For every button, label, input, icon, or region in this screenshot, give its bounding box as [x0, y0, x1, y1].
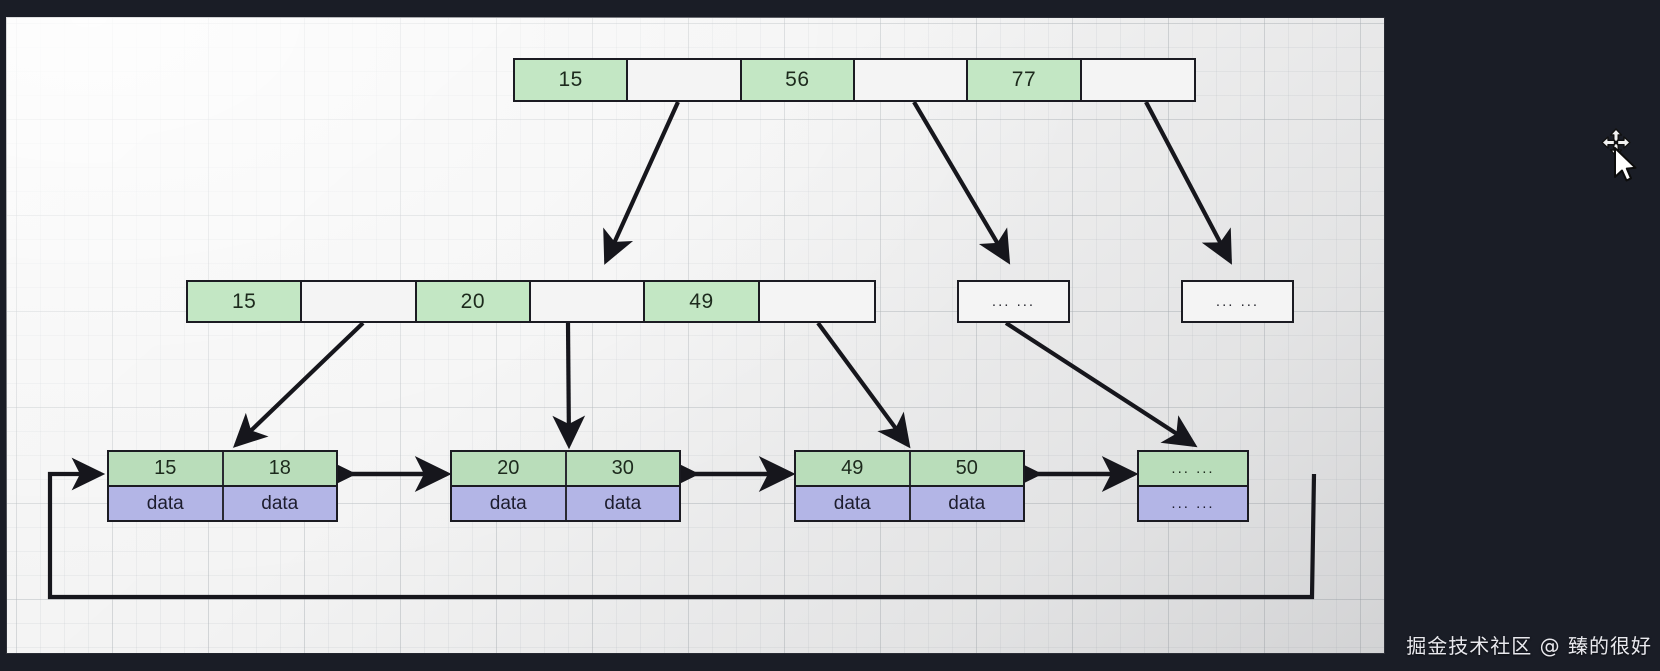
leaf1-data-row: data data: [109, 487, 336, 520]
leaf1-data-2[interactable]: data: [223, 487, 336, 520]
leaf1-data-1[interactable]: data: [109, 487, 224, 520]
leaf-node-1[interactable]: 15 18 data data: [107, 450, 338, 522]
leaf1-key-1[interactable]: 15: [109, 452, 224, 485]
leaf2-key-1[interactable]: 20: [452, 452, 567, 485]
leaf2-key-2[interactable]: 30: [566, 452, 679, 485]
root-cell-pointer-1[interactable]: [628, 60, 742, 100]
internal3-cell-ellipsis[interactable]: ... ...: [1183, 282, 1292, 321]
internal-node-1[interactable]: 15 20 49: [186, 280, 876, 323]
internal1-cell-key-1[interactable]: 15: [188, 282, 303, 321]
internal2-cell-ellipsis[interactable]: ... ...: [959, 282, 1068, 321]
internal1-cell-key-3[interactable]: 49: [645, 282, 760, 321]
leaf-node-3[interactable]: 49 50 data data: [794, 450, 1025, 522]
internal1-cell-key-2[interactable]: 20: [416, 282, 531, 321]
whiteboard-canvas[interactable]: 15 56 77 15 20 49 ... ... ... ... 15 18: [6, 17, 1385, 654]
leaf1-key-2[interactable]: 18: [223, 452, 336, 485]
root-node[interactable]: 15 56 77: [513, 58, 1196, 102]
leaf3-key-2[interactable]: 50: [910, 452, 1023, 485]
root-cell-pointer-3[interactable]: [1081, 60, 1194, 100]
root-cell-pointer-2[interactable]: [854, 60, 969, 100]
internal1-cell-pointer-2[interactable]: [530, 282, 646, 321]
internal1-cell-pointer-3[interactable]: [759, 282, 874, 321]
leaf2-data-1[interactable]: data: [452, 487, 567, 520]
leaf2-data-2[interactable]: data: [566, 487, 679, 520]
connector-arrows: [47, 100, 1317, 600]
leaf3-data-2[interactable]: data: [910, 487, 1023, 520]
leaf-node-4[interactable]: ... ... ... ...: [1137, 450, 1249, 522]
leaf-node-2[interactable]: 20 30 data data: [450, 450, 681, 522]
root-cell-key-3[interactable]: 77: [968, 60, 1082, 100]
internal1-cell-pointer-1[interactable]: [302, 282, 417, 321]
leaf3-data-row: data data: [796, 487, 1023, 520]
leaf2-data-row: data data: [452, 487, 679, 520]
internal-node-3[interactable]: ... ...: [1181, 280, 1294, 323]
move-cursor: [1601, 128, 1637, 182]
leaf3-key-1[interactable]: 49: [796, 452, 911, 485]
leaf2-key-row: 20 30: [452, 452, 679, 487]
leaf1-key-row: 15 18: [109, 452, 336, 487]
watermark-text: 掘金技术社区 @ 臻的很好: [1406, 634, 1652, 658]
leaf4-data-row: ... ...: [1139, 487, 1247, 520]
leaf3-key-row: 49 50: [796, 452, 1023, 487]
leaf4-key-row: ... ...: [1139, 452, 1247, 487]
internal-node-2[interactable]: ... ...: [957, 280, 1070, 323]
leaf3-data-1[interactable]: data: [796, 487, 911, 520]
root-cell-key-2[interactable]: 56: [741, 60, 855, 100]
root-cell-key-1[interactable]: 15: [515, 60, 629, 100]
leaf4-data-1[interactable]: ... ...: [1139, 487, 1247, 520]
leaf4-key-1[interactable]: ... ...: [1139, 452, 1247, 485]
